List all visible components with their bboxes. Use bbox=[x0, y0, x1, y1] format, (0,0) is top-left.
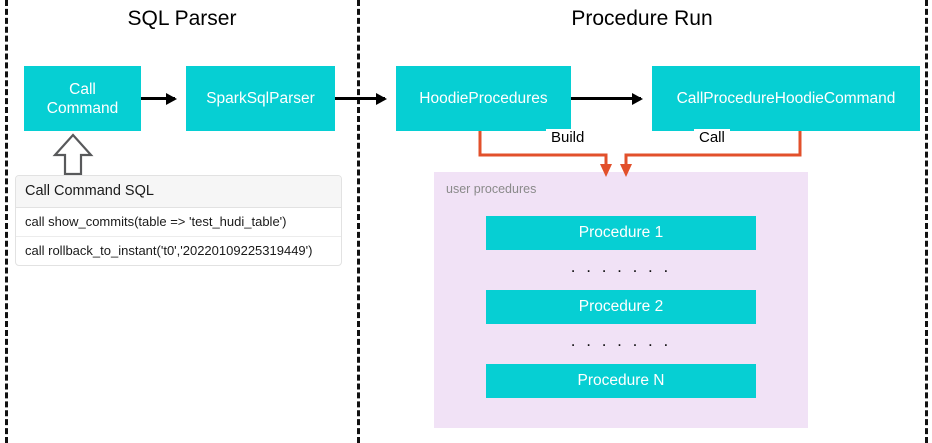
node-call-procedure-hoodie-command-label: CallProcedureHoodieCommand bbox=[676, 90, 896, 107]
arrow-right-icon-call-to-spark bbox=[141, 92, 177, 105]
procedure-box-label: Procedure 2 bbox=[578, 298, 664, 315]
call-command-sql-table: Call Command SQL call show_commits(table… bbox=[15, 175, 342, 266]
procedure-box-label: Procedure N bbox=[577, 372, 665, 389]
node-hoodie-procedures[interactable]: HoodieProcedures bbox=[396, 66, 571, 131]
procedure-box[interactable]: Procedure N bbox=[486, 364, 756, 398]
node-call-command-label-line2: Command bbox=[46, 99, 119, 117]
section-title-procedure-run: Procedure Run bbox=[571, 7, 713, 30]
ellipsis-separator: . . . . . . . bbox=[570, 331, 672, 350]
node-hoodie-procedures-label: HoodieProcedures bbox=[419, 90, 548, 107]
arrow-right-icon-spark-to-hoodie bbox=[335, 92, 387, 105]
procedure-box[interactable]: Procedure 1 bbox=[486, 216, 756, 250]
section-divider-right bbox=[925, 0, 928, 443]
arrow-up-outline-icon bbox=[52, 133, 94, 175]
procedure-box-label: Procedure 1 bbox=[578, 224, 664, 241]
node-call-command[interactable]: Call Command bbox=[24, 66, 141, 131]
call-command-sql-table-header: Call Command SQL bbox=[16, 176, 341, 208]
section-divider-middle bbox=[357, 0, 360, 443]
node-call-command-label-line1: Call bbox=[69, 80, 96, 98]
table-row: call rollback_to_instant('t0','202201092… bbox=[25, 243, 313, 258]
user-procedures-label: user procedures bbox=[446, 182, 537, 196]
node-spark-sql-parser[interactable]: SparkSqlParser bbox=[186, 66, 335, 131]
user-procedures-panel: user procedures Procedure 1 . . . . . . … bbox=[434, 172, 808, 428]
edge-label-build: Build bbox=[546, 129, 590, 147]
node-call-procedure-hoodie-command[interactable]: CallProcedureHoodieCommand bbox=[652, 66, 920, 131]
node-spark-sql-parser-label: SparkSqlParser bbox=[206, 90, 315, 107]
procedure-box[interactable]: Procedure 2 bbox=[486, 290, 756, 324]
ellipsis-separator: . . . . . . . bbox=[570, 257, 672, 276]
section-title-sql-parser: SQL Parser bbox=[127, 7, 237, 30]
section-divider-left bbox=[5, 0, 8, 443]
arrow-right-icon-hoodie-to-command bbox=[571, 92, 643, 105]
table-row: call show_commits(table => 'test_hudi_ta… bbox=[16, 208, 341, 237]
edge-label-call: Call bbox=[694, 129, 730, 147]
